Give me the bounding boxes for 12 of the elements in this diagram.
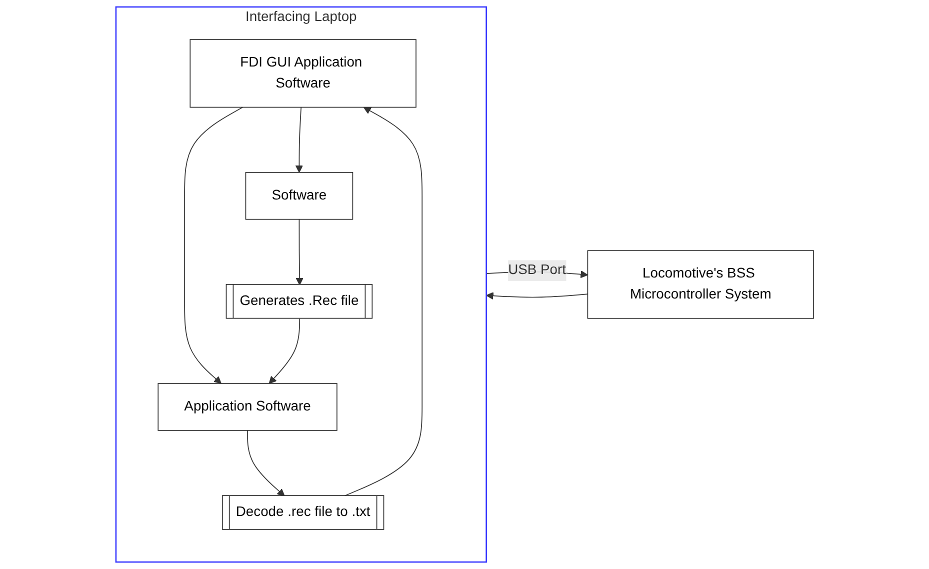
arrow (295, 218, 304, 286)
arrow (344, 106, 422, 496)
arrow (184, 106, 243, 384)
node-box: FDI GUI Application Software (189, 39, 416, 108)
node-box: Software (245, 172, 353, 220)
edge-label: USB Port (508, 262, 566, 278)
arrow (268, 318, 300, 384)
arrow (486, 292, 588, 300)
node-box: Locomotive's BSS Microcontroller System (587, 250, 814, 319)
arrow (295, 106, 303, 173)
arrow (246, 430, 285, 496)
node-box: Application Software (157, 383, 338, 431)
